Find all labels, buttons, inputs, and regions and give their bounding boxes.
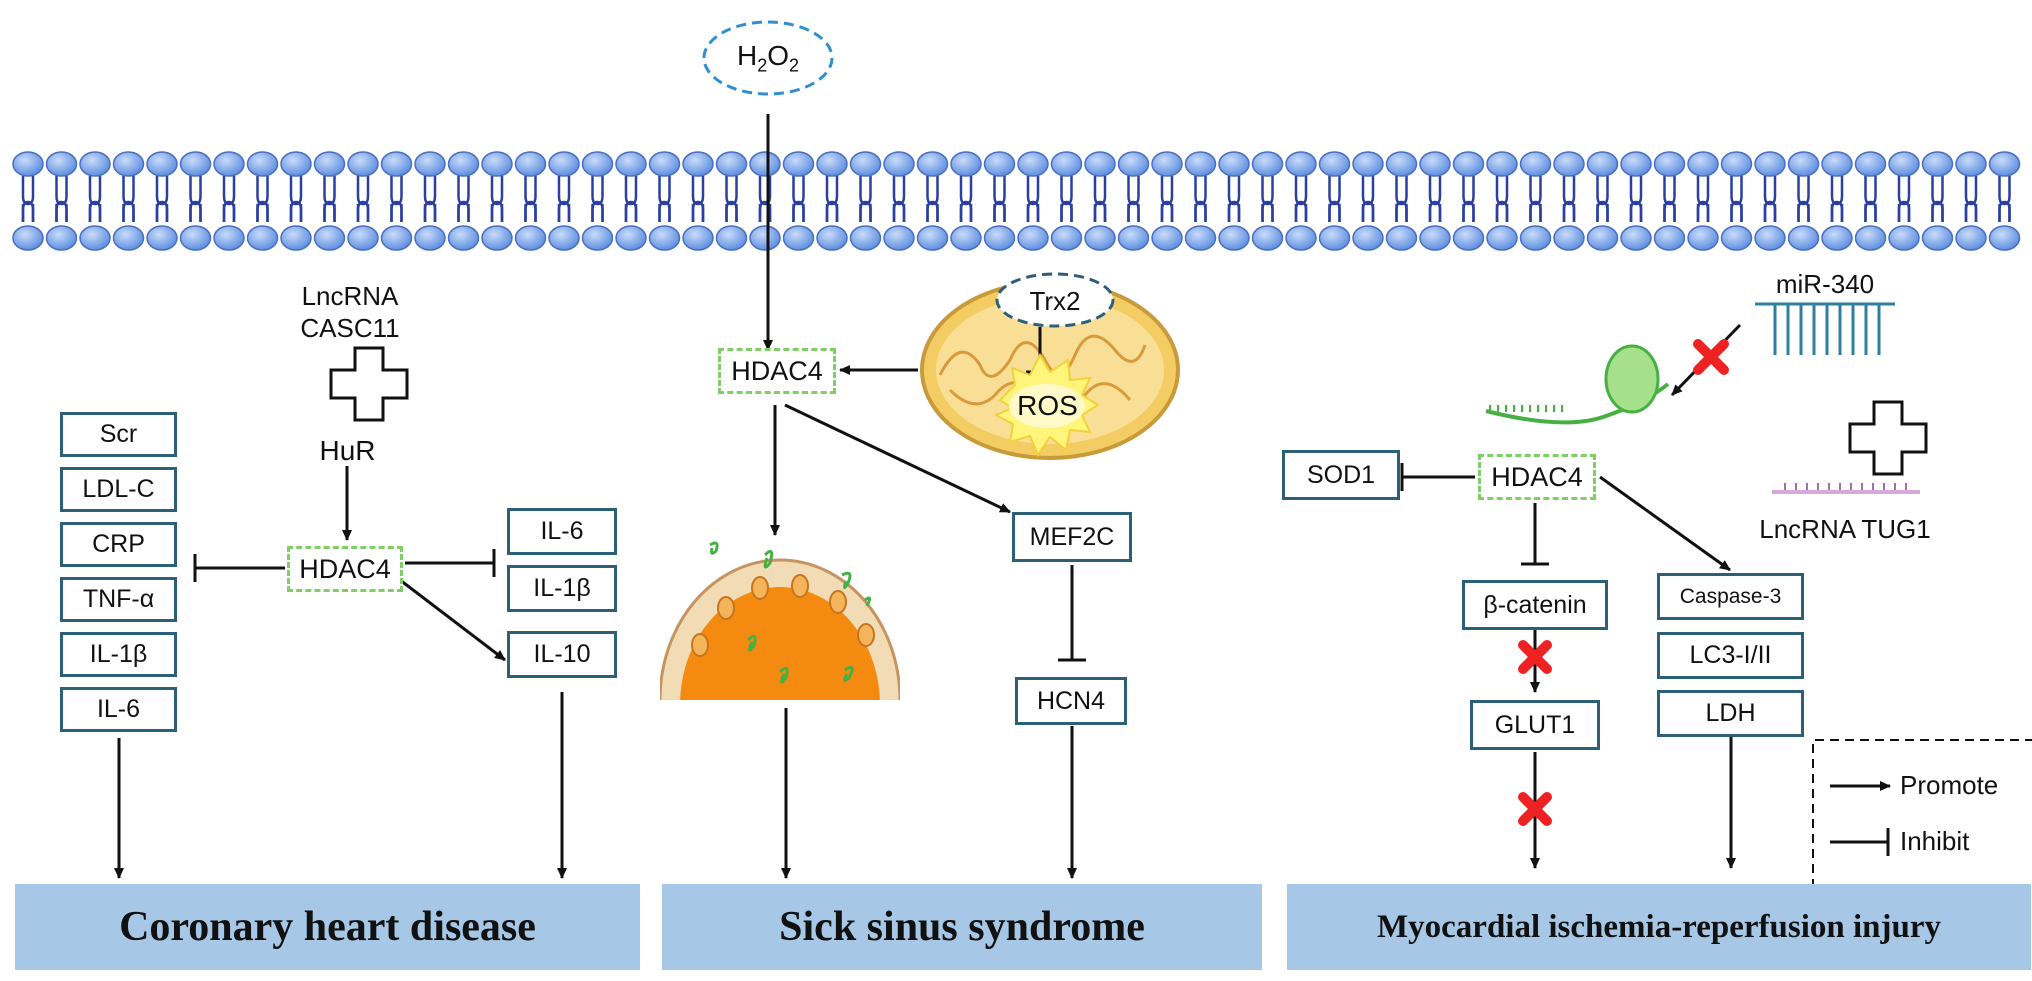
h2o2-oval (702, 20, 834, 96)
banner-sinus: Sick sinus syndrome (662, 884, 1262, 970)
marker-tnf-alpha: TNF-α (60, 577, 177, 622)
coronary-arrows (114, 346, 567, 879)
marker-ldl-c: LDL-C (60, 467, 177, 512)
glut1-node: GLUT1 (1470, 700, 1600, 750)
marker-il-6-right: IL-6 (507, 508, 617, 555)
marker-il-1beta: IL-1β (60, 632, 177, 677)
marker-caspase-3: Caspase-3 (1657, 573, 1804, 620)
marker-il-6: IL-6 (60, 687, 177, 732)
mef2c-node: MEF2C (1012, 512, 1132, 562)
plus-icon-2 (1848, 400, 1928, 476)
plus-icon (329, 346, 409, 422)
h2o2-label: H2O2 (736, 40, 800, 76)
marker-crp: CRP (60, 522, 177, 567)
marker-il-10: IL-10 (507, 631, 617, 678)
hcn4-node: HCN4 (1015, 677, 1127, 725)
hdac4-node-coronary: HDAC4 (287, 546, 403, 592)
sinus-arrows (763, 114, 1086, 879)
lncrna-casc11-label: LncRNA CASC11 (300, 281, 400, 343)
mitochondrion-icon (920, 272, 1180, 460)
hdac4-node-sinus: HDAC4 (718, 348, 836, 394)
trx2-label: Trx2 (1029, 286, 1081, 316)
mir340-label: miR-340 (1775, 269, 1875, 299)
marker-lc3: LC3-I/II (1657, 632, 1804, 679)
banner-coronary: Coronary heart disease (15, 884, 640, 970)
beta-catenin-node: β-catenin (1462, 580, 1608, 630)
hdac4-node-ischemia: HDAC4 (1478, 454, 1596, 500)
marker-scr: Scr (60, 412, 177, 457)
marker-ldh: LDH (1657, 690, 1804, 737)
ischemia-arrows (1400, 302, 1928, 869)
legend-promote-label: Promote (1900, 770, 1999, 800)
legend-frame (1812, 739, 2032, 888)
blocked-x-icons (1518, 339, 1729, 826)
cell-nucleus-icon (660, 541, 900, 700)
legend-inhibit-label: Inhibit (1900, 826, 1970, 856)
sod1-node: SOD1 (1282, 450, 1400, 500)
hur-label: HuR (319, 435, 376, 466)
lncrna-tug1-label: LncRNA TUG1 (1759, 514, 1931, 544)
banner-ischemia: Myocardial ischemia-reperfusion injury (1287, 884, 2031, 970)
ros-label: ROS (1017, 390, 1078, 421)
marker-il-1beta-right: IL-1β (507, 565, 617, 612)
cell-membrane (12, 151, 2021, 251)
